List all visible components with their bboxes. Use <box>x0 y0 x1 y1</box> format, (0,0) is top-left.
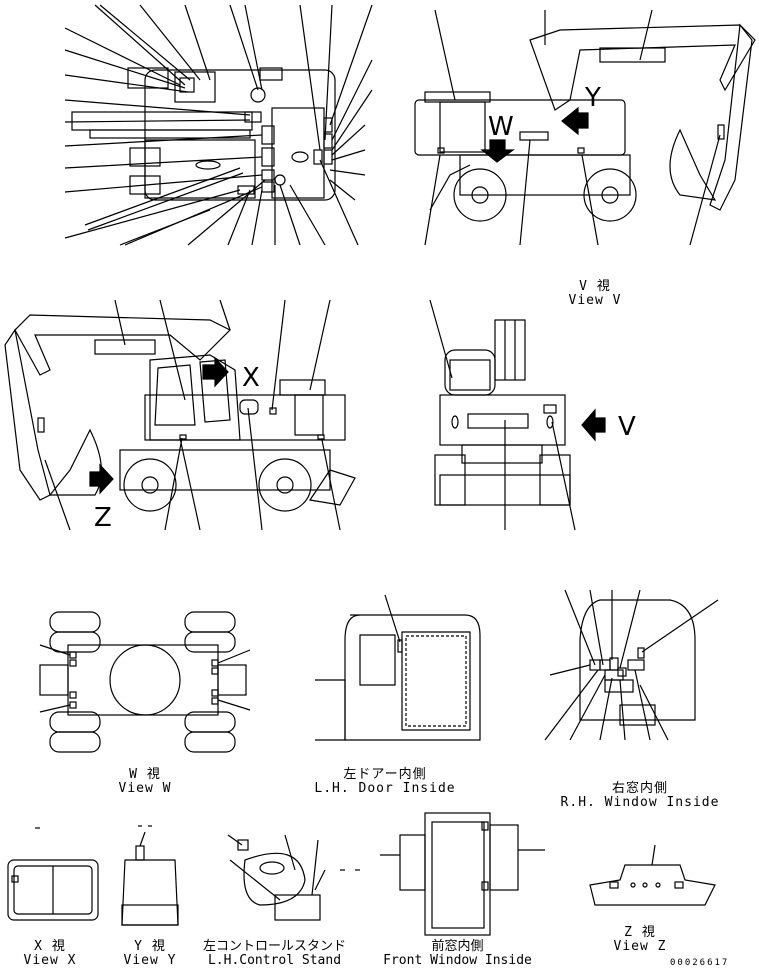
caption-view-y-jp: Y 視 <box>134 939 166 954</box>
caption-rh-window-en: R.H. Window Inside <box>560 795 720 810</box>
left-side-view <box>4 299 356 531</box>
caption-view-w: W 視 View W <box>95 768 195 796</box>
caption-view-v: V 視 View V <box>545 280 645 308</box>
caption-view-v-en: View V <box>568 293 622 308</box>
view-w-drawing <box>39 611 251 753</box>
letter-x: X <box>242 363 260 393</box>
caption-lh-door-en: L.H. Door Inside <box>314 781 456 796</box>
caption-view-w-en: View W <box>118 781 172 796</box>
caption-lh-control-jp: 左コントロールスタンド <box>202 939 346 954</box>
part-number: 00026617 <box>670 958 730 968</box>
caption-rh-window-jp: 右窓内側 <box>611 781 668 796</box>
caption-lh-control: 左コントロールスタンド L.H.Control Stand <box>192 940 357 968</box>
caption-view-z-jp: Z 視 <box>624 925 656 940</box>
caption-lh-control-en: L.H.Control Stand <box>207 953 342 968</box>
view-y-drawing <box>121 825 179 926</box>
caption-view-v-jp: V 視 <box>579 279 611 294</box>
caption-view-x-jp: X 視 <box>34 939 66 954</box>
right-side-view <box>414 9 756 246</box>
caption-front-window-en: Front Window Inside <box>383 953 532 968</box>
caption-lh-door: 左ドアー内側 L.H. Door Inside <box>300 768 470 796</box>
caption-view-w-jp: W 視 <box>129 767 161 782</box>
letter-v: V <box>618 412 636 442</box>
caption-view-x: X 視 View X <box>10 940 90 968</box>
letter-z: Z <box>94 503 112 533</box>
top-view-machine <box>64 4 373 246</box>
caption-view-y: Y 視 View Y <box>110 940 190 968</box>
view-z-drawing <box>589 844 716 906</box>
caption-view-z: Z 視 View Z <box>600 926 680 954</box>
letter-w: W <box>488 112 514 142</box>
lh-control-drawing <box>227 834 360 921</box>
front-window-drawing <box>380 812 545 936</box>
caption-rh-window: 右窓内側 R.H. Window Inside <box>550 782 730 810</box>
caption-lh-door-jp: 左ドアー内側 <box>343 767 427 782</box>
caption-view-x-en: View X <box>23 953 77 968</box>
view-x-drawing <box>7 827 99 921</box>
letter-y: Y <box>585 83 601 113</box>
rh-window-drawing <box>544 589 719 741</box>
caption-view-z-en: View Z <box>613 939 667 954</box>
lh-door-drawing <box>315 594 481 741</box>
caption-view-y-en: View Y <box>123 953 177 968</box>
caption-front-window: 前窓内側 Front Window Inside <box>370 940 545 968</box>
caption-front-window-jp: 前窓内側 <box>431 939 484 954</box>
rear-view <box>429 299 606 531</box>
